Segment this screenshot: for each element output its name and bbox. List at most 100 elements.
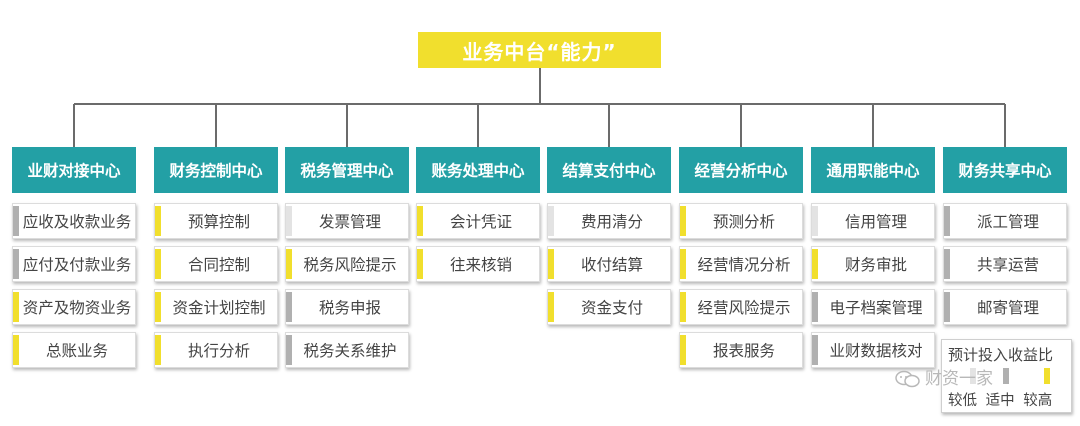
capability-label: 税务关系维护 xyxy=(303,342,397,360)
capability-item: 费用清分 xyxy=(547,203,671,239)
legend-labels: 较低 适中 较高 xyxy=(948,389,1056,410)
legend-label-high: 较高 xyxy=(1023,393,1053,409)
capability-label: 资金支付 xyxy=(580,299,643,317)
capability-item: 资金计划控制 xyxy=(154,289,278,325)
level-bar xyxy=(286,206,292,236)
capability-label: 应收及收款业务 xyxy=(22,213,132,231)
level-bar xyxy=(286,249,292,279)
capability-label: 共享运营 xyxy=(976,256,1039,274)
column-items: 预测分析经营情况分析经营风险提示报表服务 xyxy=(679,203,803,368)
level-bar xyxy=(286,292,292,322)
level-bar xyxy=(680,206,686,236)
capability-item: 电子档案管理 xyxy=(811,289,935,325)
level-bar xyxy=(812,292,818,322)
level-bar xyxy=(417,249,423,279)
capability-item: 业财数据核对 xyxy=(811,332,935,368)
column-items: 会计凭证往来核销 xyxy=(416,203,540,282)
capability-label: 税务申报 xyxy=(318,299,381,317)
capability-label: 发票管理 xyxy=(318,213,381,231)
legend-label-low: 较低 xyxy=(948,393,977,409)
column-1: 业财对接中心应收及收款业务应付及付款业务资产及物资业务总账业务 xyxy=(12,147,136,375)
level-bar xyxy=(13,206,19,236)
level-bar xyxy=(155,249,161,279)
capability-item: 收付结算 xyxy=(547,246,671,282)
legend: 预计投入收益比 较低 适中 较高 xyxy=(941,339,1072,413)
level-bar xyxy=(155,335,161,365)
capability-item: 财务审批 xyxy=(811,246,935,282)
capability-label: 邮寄管理 xyxy=(976,299,1039,317)
column-items: 发票管理税务风险提示税务申报税务关系维护 xyxy=(285,203,409,368)
capability-item: 会计凭证 xyxy=(416,203,540,239)
column-header: 经营分析中心 xyxy=(679,147,803,193)
capability-label: 合同控制 xyxy=(187,256,250,274)
capability-item: 总账业务 xyxy=(12,332,136,368)
capability-label: 执行分析 xyxy=(187,342,250,360)
capability-label: 会计凭证 xyxy=(449,213,512,231)
column-4: 账务处理中心会计凭证往来核销 xyxy=(416,147,540,289)
level-bar xyxy=(548,292,554,322)
capability-label: 收付结算 xyxy=(580,256,643,274)
column-items: 应收及收款业务应付及付款业务资产及物资业务总账业务 xyxy=(12,203,136,368)
column-items: 信用管理财务审批电子档案管理业财数据核对 xyxy=(811,203,935,368)
capability-label: 税务风险提示 xyxy=(303,256,397,274)
column-7: 通用职能中心信用管理财务审批电子档案管理业财数据核对 xyxy=(811,147,935,375)
capability-label: 往来核销 xyxy=(449,256,512,274)
capability-item: 合同控制 xyxy=(154,246,278,282)
level-bar xyxy=(548,249,554,279)
column-header: 账务处理中心 xyxy=(416,147,540,193)
column-2: 财务控制中心预算控制合同控制资金计划控制执行分析 xyxy=(154,147,278,375)
level-bar xyxy=(680,249,686,279)
watermark: 财资一家 xyxy=(895,364,993,389)
capability-item: 应付及付款业务 xyxy=(12,246,136,282)
capability-item: 报表服务 xyxy=(679,332,803,368)
level-bar xyxy=(944,206,950,236)
capability-label: 财务审批 xyxy=(844,256,907,274)
column-items: 费用清分收付结算资金支付 xyxy=(547,203,671,325)
level-bar xyxy=(417,206,423,236)
column-header: 财务控制中心 xyxy=(154,147,278,193)
capability-item: 资金支付 xyxy=(547,289,671,325)
level-bar xyxy=(812,249,818,279)
column-items: 预算控制合同控制资金计划控制执行分析 xyxy=(154,203,278,368)
level-bar xyxy=(548,206,554,236)
capability-item: 执行分析 xyxy=(154,332,278,368)
column-8: 财务共享中心派工管理共享运营邮寄管理 xyxy=(943,147,1067,332)
capability-label: 资金计划控制 xyxy=(172,299,266,317)
legend-bar-mid xyxy=(1003,368,1009,384)
legend-label-mid: 适中 xyxy=(985,393,1015,409)
level-bar xyxy=(944,292,950,322)
capability-label: 经营风险提示 xyxy=(697,299,791,317)
capability-item: 往来核销 xyxy=(416,246,540,282)
capability-item: 应收及收款业务 xyxy=(12,203,136,239)
capability-label: 派工管理 xyxy=(976,213,1039,231)
capability-item: 预算控制 xyxy=(154,203,278,239)
capability-label: 预算控制 xyxy=(187,213,250,231)
capability-item: 经营情况分析 xyxy=(679,246,803,282)
capability-label: 电子档案管理 xyxy=(829,299,923,317)
level-bar xyxy=(812,206,818,236)
root-title: 业务中台“能力” xyxy=(418,32,661,68)
capability-label: 资产及物资业务 xyxy=(22,299,132,317)
column-5: 结算支付中心费用清分收付结算资金支付 xyxy=(547,147,671,332)
level-bar xyxy=(155,292,161,322)
level-bar xyxy=(812,335,818,365)
column-3: 税务管理中心发票管理税务风险提示税务申报税务关系维护 xyxy=(285,147,409,375)
column-header: 业财对接中心 xyxy=(12,147,136,193)
legend-bar-low xyxy=(970,368,976,384)
level-bar xyxy=(13,249,19,279)
level-bar xyxy=(13,292,19,322)
capability-label: 费用清分 xyxy=(580,213,643,231)
level-bar xyxy=(13,335,19,365)
capability-label: 报表服务 xyxy=(712,342,775,360)
capability-label: 总账业务 xyxy=(45,342,108,360)
capability-label: 信用管理 xyxy=(844,213,907,231)
capability-item: 派工管理 xyxy=(943,203,1067,239)
level-bar xyxy=(155,206,161,236)
capability-item: 资产及物资业务 xyxy=(12,289,136,325)
level-bar xyxy=(680,292,686,322)
column-items: 派工管理共享运营邮寄管理 xyxy=(943,203,1067,325)
wechat-icon xyxy=(895,370,920,388)
legend-bar-high xyxy=(1044,368,1050,384)
column-header: 通用职能中心 xyxy=(811,147,935,193)
